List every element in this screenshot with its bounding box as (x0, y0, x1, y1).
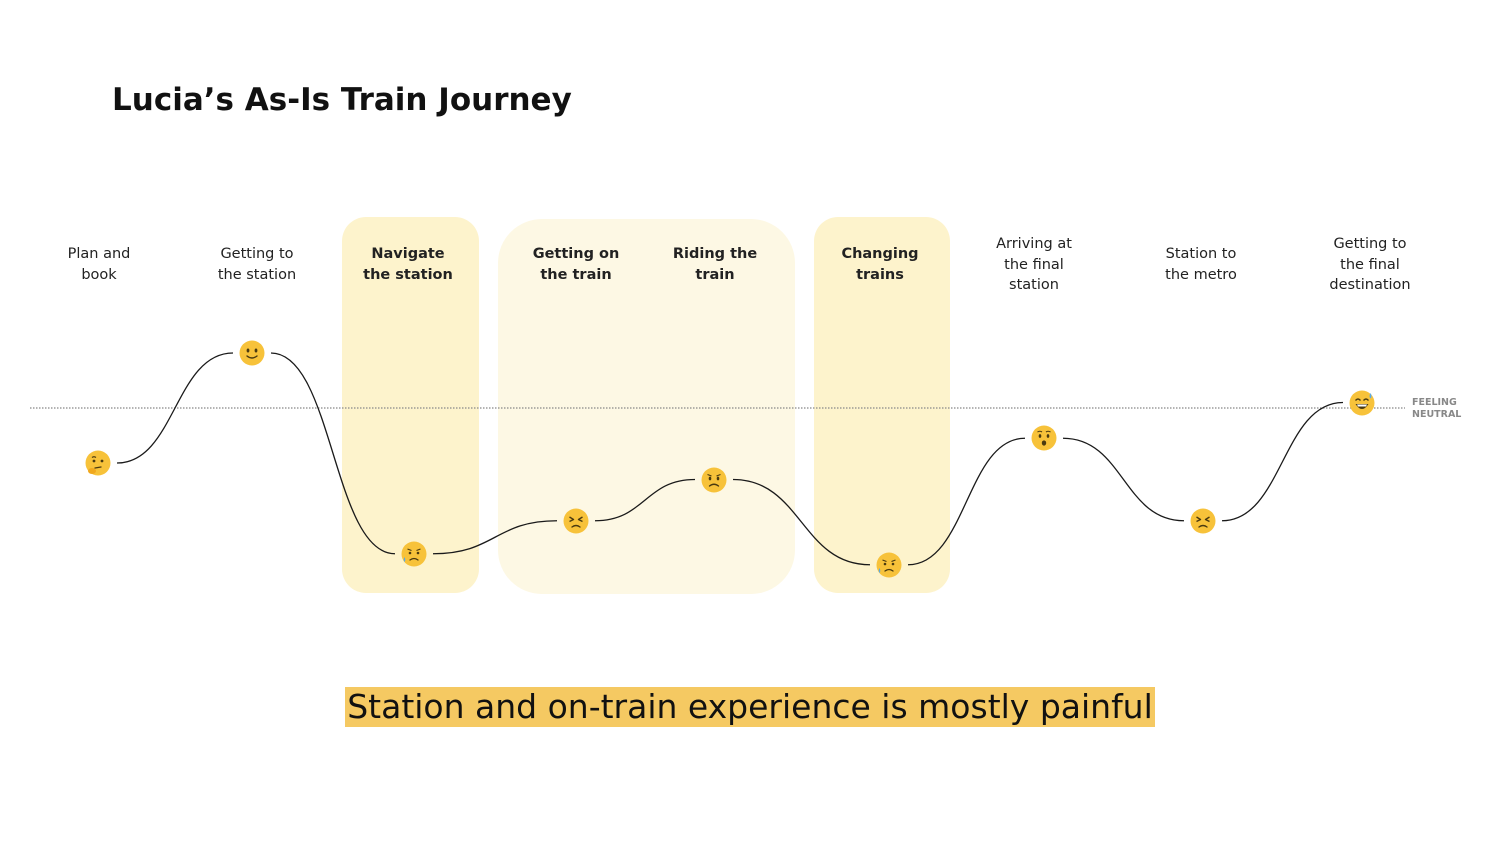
journey-curve-segment (432, 520, 558, 555)
stage-label-line: the final (1340, 256, 1400, 273)
stage-label-changing-trains: Changing trains (805, 244, 955, 285)
stage-label-line: book (81, 266, 117, 283)
journey-curve-segment (907, 437, 1026, 566)
journey-curve-segment (116, 352, 234, 464)
stage-label-line: train (695, 266, 735, 283)
stage-label-line: trains (856, 266, 904, 283)
stage-label-getting-to-destination: Getting to the final destination (1295, 234, 1445, 296)
stage-label-line: the train (540, 266, 612, 283)
stage-label-line: Getting to (1333, 236, 1407, 252)
stage-label-line: station (1009, 277, 1059, 293)
stage-label-line: the final (1004, 256, 1064, 273)
stage-label-getting-to-station: Getting to the station (182, 244, 332, 285)
stage-label-navigate-station: Navigate the station (333, 244, 483, 285)
stage-label-arriving-final-station: Arriving at the final station (959, 234, 1109, 296)
stage-label-line: Changing (841, 246, 919, 262)
stage-label-line: the metro (1165, 266, 1237, 283)
stage-label-line: Arriving at (996, 236, 1072, 252)
stage-label-line: Getting to (220, 246, 294, 262)
stage-label-line: the station (363, 266, 453, 283)
feeling-neutral-label: FEELING NEUTRAL (1412, 397, 1461, 421)
stage-label-line: Station to (1165, 246, 1237, 262)
stage-label-line: Navigate (371, 246, 445, 262)
summary-caption: Station and on-train experience is mostl… (345, 687, 1155, 727)
highlight-band-navigate (342, 217, 479, 593)
highlight-band-changing (814, 217, 950, 593)
neutral-label-line1: FEELING (1412, 397, 1457, 408)
journey-curve-segment (594, 478, 696, 522)
stage-label-getting-on-train: Getting on the train (501, 244, 651, 285)
stage-label-line: Plan and (67, 246, 131, 262)
highlight-band-on-train (498, 219, 795, 594)
stage-label-riding-train: Riding the train (640, 244, 790, 285)
neutral-label-line2: NEUTRAL (1412, 409, 1462, 420)
journey-curve-segment (270, 352, 396, 555)
stage-label-line: Riding the (672, 246, 758, 262)
caption-container: Station and on-train experience is mostl… (0, 687, 1500, 727)
page-title: Lucia’s As-Is Train Journey (112, 82, 572, 118)
journey-curve-segment (1221, 401, 1344, 522)
stage-label-line: destination (1329, 277, 1411, 293)
journey-curve-segment (1062, 437, 1185, 522)
stage-label-line: Getting on (532, 246, 620, 262)
stage-label-station-to-metro: Station to the metro (1126, 244, 1276, 285)
stage-label-plan-and-book: Plan and book (24, 244, 174, 285)
journey-curve-segment (732, 478, 871, 566)
stage-label-line: the station (217, 266, 297, 283)
